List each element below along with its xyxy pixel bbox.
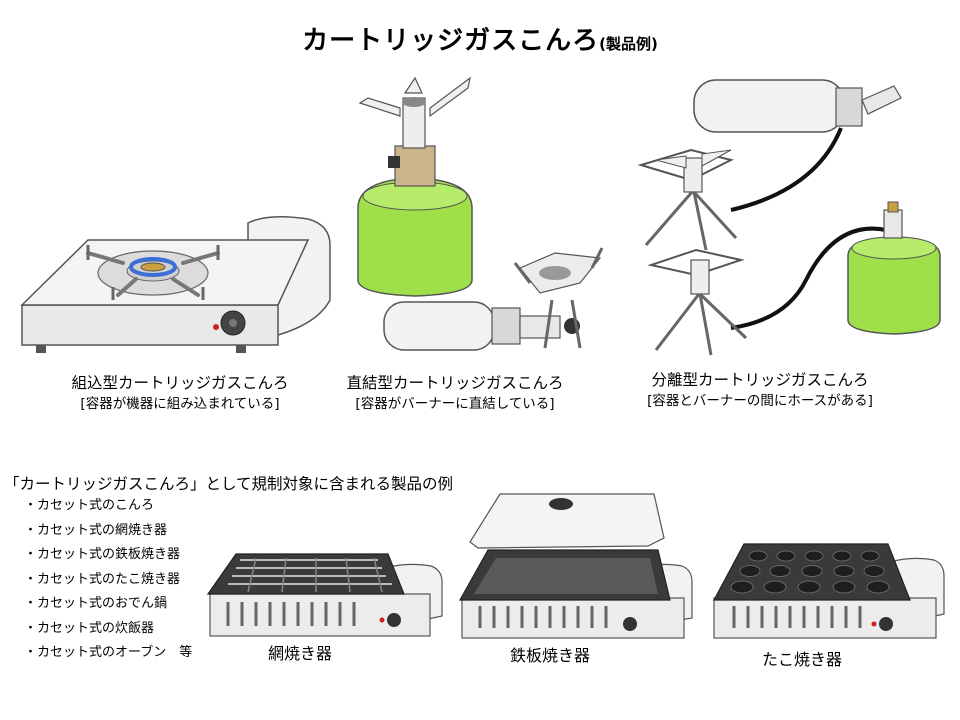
list-item: ・カセット式の網焼き器 <box>24 522 168 538</box>
list-item: ・カセット式の鉄板焼き器 <box>24 547 181 562</box>
griddle-illustration <box>458 493 693 639</box>
list-item: ・カセット式のこんろ <box>24 498 155 513</box>
grill-illustration <box>206 553 443 637</box>
list-item: ・カセット式のオーブン 等 <box>24 645 193 660</box>
type-desc-built-in: [容器が機器に組み込まれている] <box>80 396 280 412</box>
takoyaki-illustration <box>712 543 945 639</box>
type-name-built-in: 組込型カートリッジガスこんろ <box>71 374 289 392</box>
list-item: ・カセット式の炊飯器 <box>24 620 155 636</box>
product-label-grill: 網焼き器 <box>267 644 332 663</box>
page-title: カートリッジガスこんろ(製品例) <box>0 20 960 57</box>
type-desc-direct: [容器がバーナーに直結している] <box>355 396 555 412</box>
built-in-stove-illustration <box>20 216 331 353</box>
type-name-direct: 直結型カートリッジガスこんろ <box>346 374 564 392</box>
regulation-heading: 「カートリッジガスこんろ」として規制対象に含まれる製品の例 <box>4 475 454 493</box>
type-name-separate: 分離型カートリッジガスこんろ <box>651 371 869 389</box>
title-sub: (製品例) <box>599 35 658 53</box>
product-label-griddle: 鉄板焼き器 <box>509 646 590 665</box>
direct-connected-stove-illustration <box>357 76 604 351</box>
title-main: カートリッジガスこんろ <box>302 26 600 56</box>
list-item: ・カセット式のたこ焼き器 <box>24 571 181 587</box>
list-item: ・カセット式のおでん鍋 <box>24 596 168 611</box>
type-caption-built-in: 組込型カートリッジガスこんろ [容器が機器に組み込まれている] <box>30 373 330 415</box>
type-desc-separate: [容器とバーナーの間にホースがある] <box>647 393 873 409</box>
type-caption-direct: 直結型カートリッジガスこんろ [容器がバーナーに直結している] <box>305 373 605 415</box>
product-label-takoyaki: たこ焼き器 <box>761 650 842 669</box>
separate-stove-illustration <box>637 79 941 356</box>
type-caption-separate: 分離型カートリッジガスこんろ [容器とバーナーの間にホースがある] <box>610 370 910 412</box>
example-product-list: ・カセット式のこんろ ・カセット式の網焼き器 ・カセット式の鉄板焼き器 ・カセッ… <box>24 494 192 666</box>
